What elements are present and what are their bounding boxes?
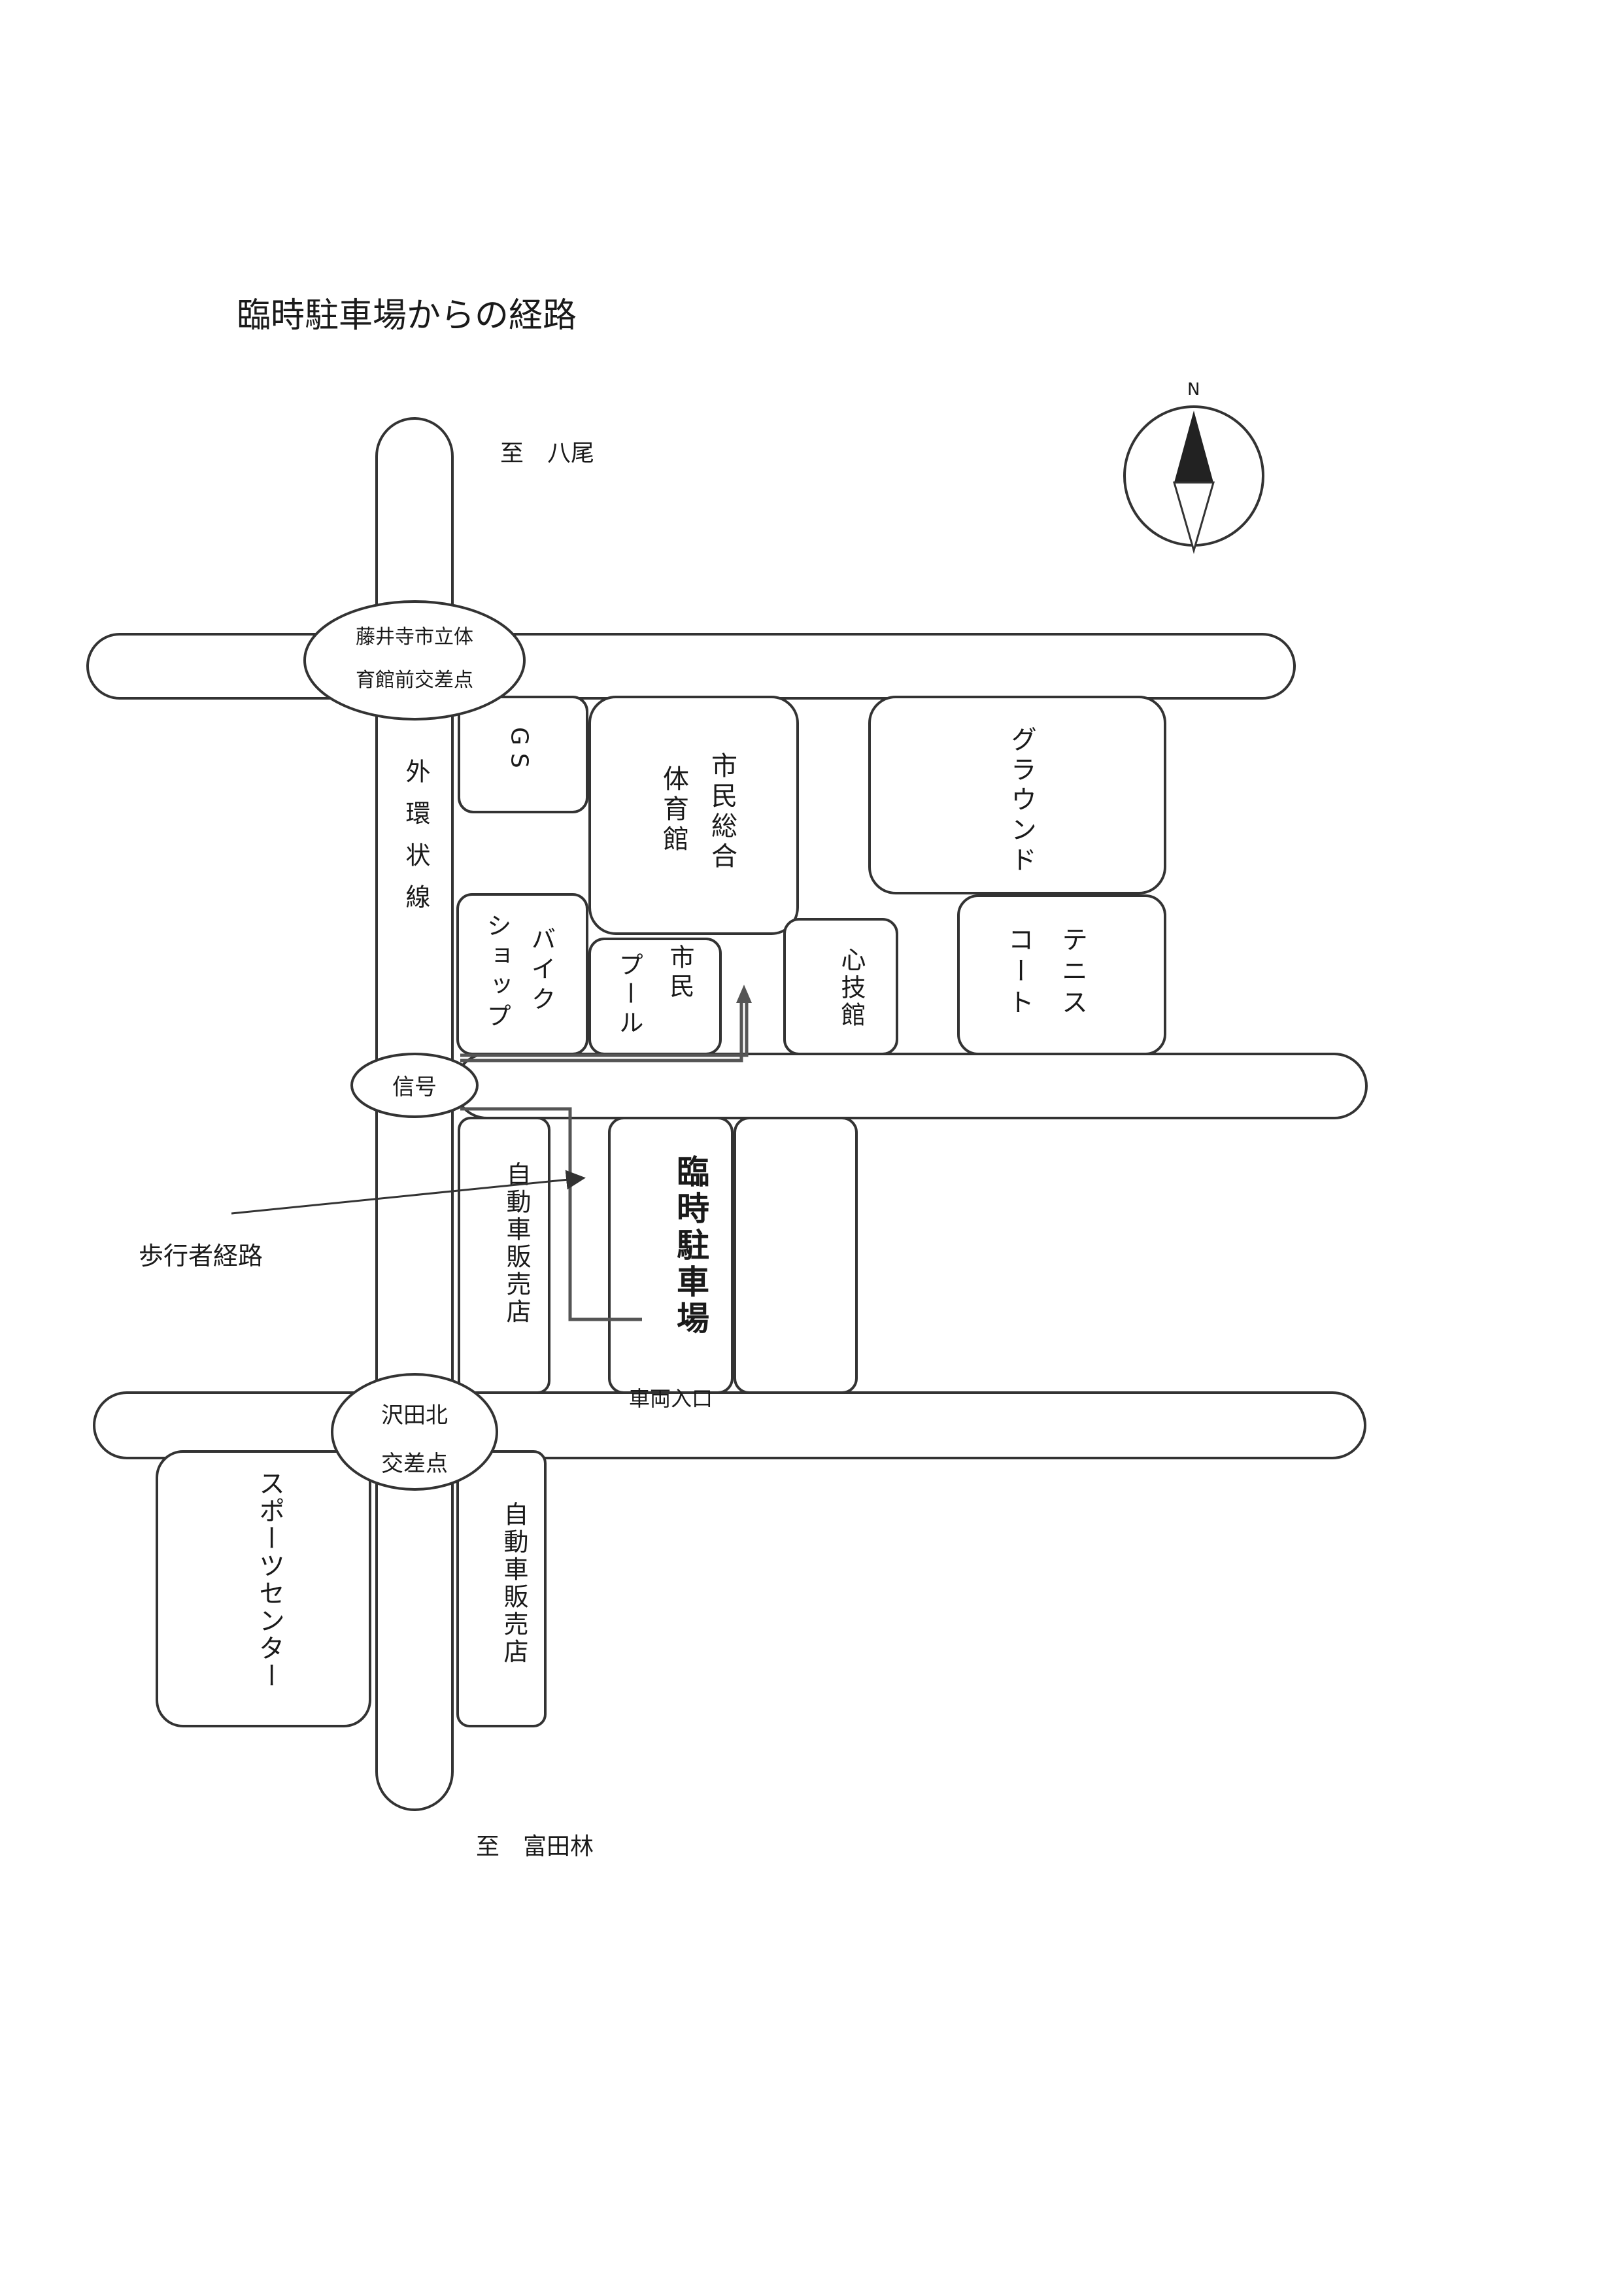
top-intersection-line2: 育館前交差点 [356, 669, 473, 692]
tennis-court-block [957, 894, 1166, 1055]
gs-block [458, 696, 588, 813]
bottom-intersection-line1: 沢田北 [381, 1402, 448, 1429]
tennis-label-col1: テニス [1057, 926, 1087, 1020]
bottom-intersection-line2: 交差点 [381, 1451, 448, 1477]
bottom-intersection [331, 1373, 498, 1491]
parking-block [608, 1117, 734, 1394]
bike-shop-label-col2: ショップ [482, 913, 511, 1033]
car-dealer-bottom-block [456, 1450, 547, 1727]
middle-cross-road [454, 1053, 1368, 1119]
signal-intersection [350, 1053, 479, 1118]
gs-label: GS [506, 727, 533, 776]
sports-center-block [156, 1450, 371, 1727]
pool-block [588, 938, 722, 1055]
sports-center-label: スポーツセンター [254, 1470, 284, 1689]
outer-ring-road-label: 外環状線 [401, 758, 430, 926]
adjacent-lot-block [734, 1117, 858, 1394]
route-arrow-icon [736, 985, 752, 1003]
car-dealer-top-label: 自動車販売店 [502, 1161, 531, 1326]
pool-label-col1: 市民 [666, 944, 694, 1002]
compass-north-letter: N [1187, 380, 1200, 399]
gym-label-col1: 市民総合 [707, 752, 737, 872]
tennis-label-col2: コート [1004, 926, 1034, 1020]
ground-label: グラウンド [1006, 726, 1036, 876]
gym-block [588, 696, 799, 935]
car-dealer-bottom-label: 自動車販売店 [499, 1501, 528, 1666]
bike-shop-label-col1: バイク [527, 926, 556, 1016]
gym-label-col2: 体育館 [658, 765, 688, 855]
shingikan-block [783, 918, 898, 1055]
south-destination: 至 富田林 [476, 1833, 594, 1860]
top-intersection [303, 600, 526, 721]
pedestrian-route-pointer [231, 1170, 586, 1215]
top-intersection-line1: 藤井寺市立体 [356, 626, 473, 649]
pool-label-col2: プール [615, 952, 643, 1038]
ground-block [868, 696, 1166, 894]
pedestrian-route-path [460, 999, 749, 1321]
south-cross-road [93, 1391, 1366, 1459]
map-title: 臨時駐車場からの経路 [237, 296, 577, 335]
north-destination: 至 八尾 [500, 440, 594, 467]
pedestrian-route-label: 歩行者経路 [139, 1242, 263, 1270]
shingikan-label: 心技館 [837, 947, 866, 1029]
north-cross-road [86, 633, 1296, 700]
car-dealer-top-block [458, 1117, 550, 1394]
parking-label: 臨時駐車場 [671, 1155, 709, 1338]
signal-label: 信号 [392, 1074, 437, 1100]
compass-icon: N [1123, 380, 1264, 554]
vehicle-entrance-label: 車両入口 [629, 1386, 713, 1411]
bike-shop-block [456, 893, 588, 1055]
